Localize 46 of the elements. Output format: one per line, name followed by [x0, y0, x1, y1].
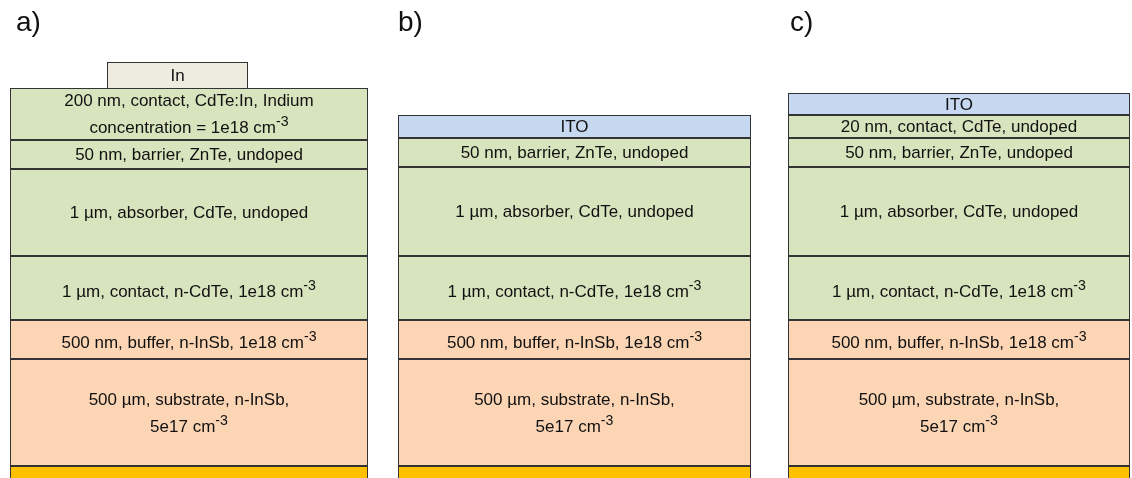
layer-label: 1 µm, contact, n-CdTe, 1e18 cm$^{-3}$ [831, 275, 1087, 302]
layer-label: 500 nm, buffer, n-InSb, 1e18 cm$^{-3}$ [60, 327, 318, 353]
layer-label: 20 nm, contact, CdTe, undoped [839, 116, 1079, 137]
layer-label: In [169, 65, 186, 86]
layer-label: 1 µm, absorber, CdTe, undoped [838, 201, 1080, 222]
contact-bar [398, 466, 751, 478]
layer-label: 1 µm, contact, n-CdTe, 1e18 cm$^{-3}$ [61, 275, 317, 302]
layer-box [10, 359, 368, 466]
layer-box [10, 169, 368, 256]
layer-box [10, 320, 368, 359]
layer-label: 50 nm, barrier, ZnTe, undoped [74, 144, 304, 165]
layer-box [107, 62, 248, 89]
layer-box [10, 88, 368, 140]
layer-label: 200 nm, contact, CdTe:In, Indium concentration = 1e18 cm$^{-3}$ [63, 90, 315, 138]
contact-bar [788, 466, 1130, 478]
layer-box [398, 138, 751, 167]
layer-box [788, 256, 1130, 320]
layer-label: ITO [559, 116, 590, 137]
layer-label: 500 µm, substrate, n-InSb, 5e17 cm$^{-3}$ [87, 388, 291, 437]
contact-bar [10, 466, 368, 478]
layer-box [398, 115, 751, 138]
layer-label: 1 µm, contact, n-CdTe, 1e18 cm$^{-3}$ [446, 275, 703, 302]
layer-box [398, 320, 751, 359]
panel-label: a) [16, 6, 41, 38]
layer-box [788, 93, 1130, 115]
layer-box [10, 140, 368, 169]
layer-box [788, 138, 1130, 167]
panel-label: b) [398, 6, 423, 38]
layer-label: 1 µm, absorber, CdTe, undoped [68, 202, 310, 223]
layer-box [10, 256, 368, 320]
layer-label: 50 nm, barrier, ZnTe, undoped [844, 142, 1074, 163]
layer-label: 500 µm, substrate, n-InSb, 5e17 cm$^{-3}$ [473, 388, 676, 437]
layer-box [788, 167, 1130, 256]
panel-label: c) [790, 6, 814, 38]
layer-label: ITO [944, 93, 974, 115]
layer-label: 500 nm, buffer, n-InSb, 1e18 cm$^{-3}$ [830, 327, 1088, 353]
layer-box [398, 359, 751, 466]
layer-box [398, 256, 751, 320]
layer-label: 1 µm, absorber, CdTe, undoped [454, 201, 695, 222]
layer-box [788, 359, 1130, 466]
layer-box [398, 167, 751, 256]
layer-box [788, 115, 1130, 138]
layer-label: 50 nm, barrier, ZnTe, undoped [459, 142, 690, 163]
layer-box [788, 320, 1130, 359]
layer-label: 500 nm, buffer, n-InSb, 1e18 cm$^{-3}$ [445, 327, 704, 353]
layer-label: 500 µm, substrate, n-InSb, 5e17 cm$^{-3}$ [857, 388, 1061, 437]
